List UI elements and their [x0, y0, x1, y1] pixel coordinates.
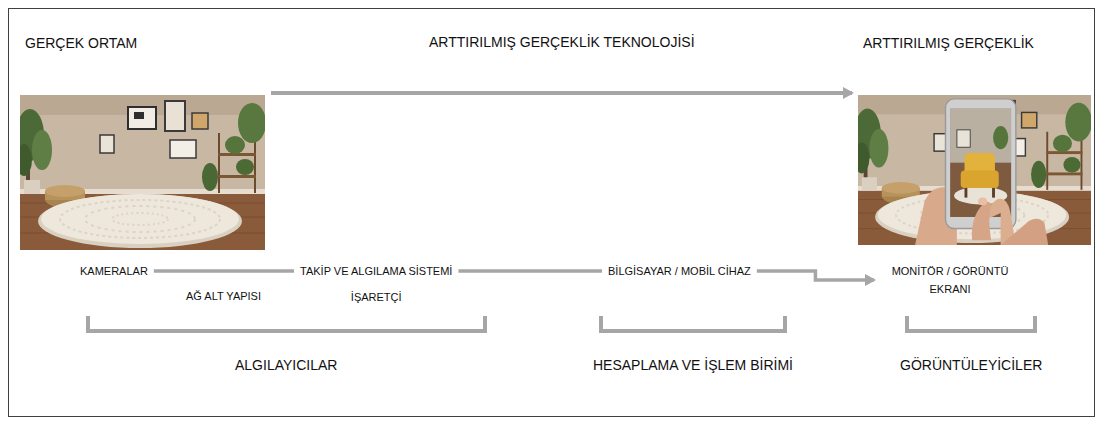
- group-label: ALGILAYICILAR: [235, 356, 337, 374]
- connector-line: [757, 271, 874, 280]
- frame-border: [9, 9, 1095, 417]
- connector-line: [458, 269, 602, 273]
- arrow-head: [865, 274, 876, 286]
- edge-label: AĞ ALT YAPISI: [186, 287, 261, 305]
- group-label: HESAPLAMA VE İŞLEM BİRİMİ: [593, 356, 793, 374]
- connector-line: [271, 91, 852, 95]
- connector-line: [154, 269, 294, 273]
- node-heading: BİLGİSAYAR / MOBİL CİHAZ: [608, 262, 751, 280]
- photo-panel: ARTTIRILMIŞ GERÇEKLİK: [858, 30, 1091, 248]
- component-label: TAKİP VE ALGILAMA SİSTEMİ İŞARETÇİ: [300, 262, 452, 306]
- component-label: BİLGİSAYAR / MOBİL CİHAZ: [608, 262, 751, 280]
- arrow-head: [843, 87, 854, 99]
- node-heading: MONİTÖR / GÖRÜNTÜ EKRANI: [880, 262, 1020, 298]
- real-room-photo: [20, 95, 265, 250]
- group-bracket: [88, 316, 1035, 331]
- photo-panel: GERÇEK ORTAM: [20, 30, 265, 252]
- edge-label: ARTTIRILMIŞ GERÇEKLİK TEKNOLOJİSİ: [429, 33, 695, 51]
- component-label: KAMERALAR: [80, 262, 148, 280]
- ar-room-photo: [854, 95, 1092, 245]
- node-heading: ARTTIRILMIŞ GERÇEKLİK: [858, 30, 1091, 56]
- node-heading: KAMERALAR: [80, 262, 148, 280]
- node-subtext: İŞARETÇİ: [300, 288, 452, 306]
- node-heading: GERÇEK ORTAM: [20, 30, 265, 56]
- node-heading: TAKİP VE ALGILAMA SİSTEMİ: [300, 262, 452, 280]
- component-label: MONİTÖR / GÖRÜNTÜ EKRANI: [880, 262, 1020, 298]
- group-label: GÖRÜNTÜLEYİCİLER: [900, 356, 1042, 374]
